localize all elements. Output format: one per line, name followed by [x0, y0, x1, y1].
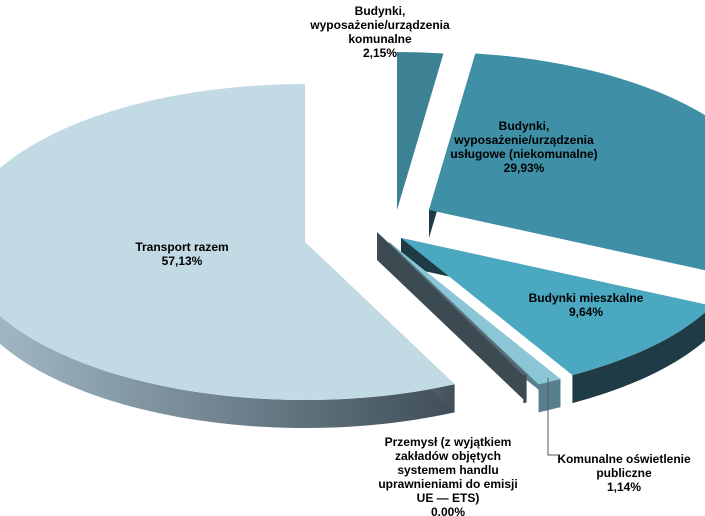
pie-slice [389, 242, 561, 385]
pie-slice-label-line: systemem handlu [397, 463, 498, 477]
pie-slice-label-line: 2,15% [363, 46, 397, 60]
pie-slice [401, 238, 705, 376]
pie-slice-label-line: Komunalne oświetlenie [557, 452, 691, 466]
pie-slice-label-line: 57,13% [162, 254, 203, 268]
pie-slice-label-line: 0.00% [431, 505, 465, 516]
pie-slice-label-line: Transport razem [135, 240, 228, 254]
pie-slice-label-line: 29,93% [504, 161, 545, 175]
pie-slice-label-line: usługowe (niekomunalne) [450, 147, 597, 161]
pie-slice-label-line: Budynki, [499, 119, 550, 133]
pie-slice-label-line: wyposażenie/urządzenia [453, 133, 594, 147]
pie-slice [377, 232, 527, 376]
pie-slice [0, 84, 455, 400]
pie-slice-label-line: 9,64% [569, 305, 603, 319]
pie-slice-label-line: wyposażenie/urządzenia [309, 18, 450, 32]
leader-line [547, 378, 558, 456]
pie-slice-label-line: Budynki, [355, 4, 406, 18]
pie-slice-side [0, 315, 455, 428]
pie-slice-label-line: Przemysł (z wyjątkiem [385, 435, 512, 449]
pie-slice-label-line: UE — ETS) [417, 491, 480, 505]
pie-slice-label-line: komunalne [348, 32, 412, 46]
pie-top-layer [0, 52, 705, 400]
pie-slice-label-line: publiczne [596, 466, 652, 480]
pie-slice-label-line: 1,14% [607, 480, 641, 494]
pie-slice-label-line: uprawnieniami do emisji [378, 477, 517, 491]
pie-slice-label-line: zakładów objętych [395, 449, 501, 463]
pie-slice [429, 53, 705, 271]
pie-slice-wall [377, 232, 527, 403]
leader-line-layer [547, 378, 558, 456]
pie-slice-side [572, 312, 705, 404]
pie-slice-label-line: Budynki mieszkalne [529, 291, 644, 305]
pie-slice [397, 52, 444, 210]
